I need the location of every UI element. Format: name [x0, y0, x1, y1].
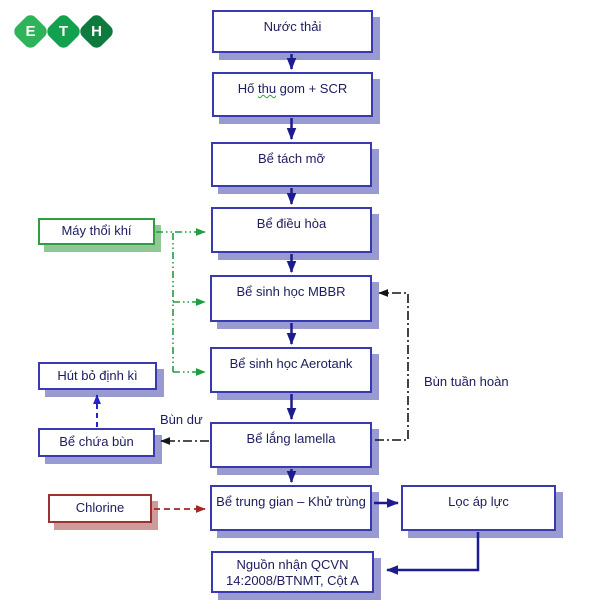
- box-ho-thu-gom-label: Hố thu gom + SCR: [237, 81, 348, 96]
- box-mbbr: Bể sinh học MBBR: [210, 275, 372, 322]
- box-nuoc-thai: Nước thải: [212, 10, 373, 53]
- logo-letter-h: H: [91, 23, 102, 40]
- box-chlorine: Chlorine: [48, 494, 152, 523]
- box-be-tach-mo-label: Bể tách mỡ: [257, 151, 326, 166]
- box-be-chua-bun: Bể chứa bùn: [38, 428, 155, 457]
- box-lamella-label: Bể lắng lamella: [246, 431, 336, 446]
- logo-tile-t: T: [44, 12, 83, 51]
- box-nuoc-thai-label: Nước thải: [263, 19, 322, 34]
- logo-letter-e: E: [25, 23, 36, 40]
- arrow-locapluc-to-nguonnhan: [386, 532, 480, 575]
- logo-letter-t: T: [58, 23, 69, 40]
- box-hut-bo-dinh-ki-label: Hút bỏ định kì: [57, 367, 138, 383]
- box-chlorine-label: Chlorine: [75, 500, 125, 516]
- box-loc-ap-luc: Lọc áp lực: [401, 485, 556, 531]
- sludge-return-lamella-to-mbbr: [375, 289, 409, 441]
- eth-logo: E T H: [0, 0, 130, 60]
- box-nguon-nhan: Nguồn nhận QCVN 14:2008/BTNMT, Cột A: [211, 551, 374, 593]
- box-may-thoi-khi-label: Máy thổi khí: [61, 223, 132, 239]
- box-loc-ap-luc-label: Lọc áp lực: [448, 494, 509, 509]
- box-hut-bo-dinh-ki: Hút bỏ định kì: [38, 362, 157, 390]
- box-trung-gian-label: Bể trung gian – Khử trùng: [216, 494, 366, 509]
- logo-tile-h: H: [77, 12, 116, 51]
- box-nguon-nhan-label: Nguồn nhận QCVN 14:2008/BTNMT, Cột A: [226, 557, 359, 589]
- label-bun-du: Bùn dư: [160, 412, 203, 427]
- box-lamella: Bể lắng lamella: [210, 422, 372, 468]
- box-may-thoi-khi: Máy thổi khí: [38, 218, 155, 245]
- box-be-dieu-hoa-label: Bể điều hòa: [256, 216, 327, 231]
- logo-tile-e: E: [11, 12, 50, 51]
- label-bun-tuan-hoan: Bùn tuần hoàn: [424, 374, 509, 389]
- box-be-chua-bun-label: Bể chứa bùn: [59, 434, 134, 450]
- box-be-tach-mo: Bể tách mỡ: [211, 142, 372, 187]
- box-ho-thu-gom: Hố thu gom + SCR: [212, 72, 373, 117]
- box-trung-gian: Bể trung gian – Khử trùng: [210, 485, 372, 531]
- box-be-dieu-hoa: Bể điều hòa: [211, 207, 372, 253]
- box-mbbr-label: Bể sinh học MBBR: [236, 284, 346, 299]
- box-aerotank-label: Bể sinh học Aerotank: [229, 356, 353, 371]
- box-aerotank: Bể sinh học Aerotank: [210, 347, 372, 393]
